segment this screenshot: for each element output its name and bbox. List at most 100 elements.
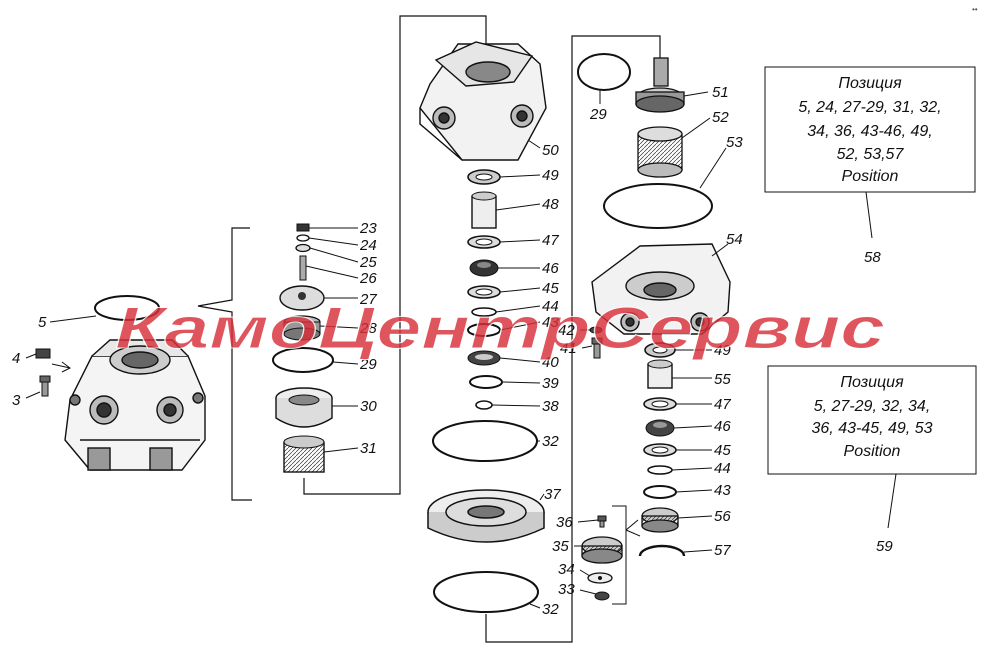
label-24: 24 xyxy=(359,237,377,254)
label-53: 53 xyxy=(726,134,743,151)
label-35: 35 xyxy=(552,538,569,555)
part-37-piston xyxy=(427,489,545,543)
label-44-right: 44 xyxy=(714,460,731,477)
box59-line-2: 5, 27-29, 32, 34, xyxy=(814,398,931,415)
info-box-58: Позиция 5, 24, 27-29, 31, 32, 34, 36, 43… xyxy=(764,66,976,266)
part-52-spring xyxy=(637,126,683,178)
part-46-valve xyxy=(469,259,499,277)
label-47-right: 47 xyxy=(714,396,731,413)
part-25-washer xyxy=(295,243,311,253)
label-46: 46 xyxy=(542,260,559,277)
watermark: КамоЦентрСервис xyxy=(115,296,886,362)
box59-line-3: 36, 43-45, 49, 53 xyxy=(812,420,933,437)
label-32-top: 32 xyxy=(542,433,559,450)
label-52: 52 xyxy=(712,109,729,126)
part-48-sleeve xyxy=(471,191,497,229)
label-49-right: 49 xyxy=(714,342,731,359)
label-37: 37 xyxy=(544,486,561,503)
label-46-right: 46 xyxy=(714,418,731,435)
part-44-ring-right xyxy=(647,465,673,475)
box58-line-2: 5, 24, 27-29, 31, 32, xyxy=(798,99,941,116)
part-40-seal xyxy=(467,350,501,366)
label-59: 59 xyxy=(876,538,893,555)
label-30: 30 xyxy=(360,398,377,415)
leader-lines-right xyxy=(580,90,729,553)
label-51: 51 xyxy=(712,84,729,101)
label-43-right: 43 xyxy=(714,482,731,499)
part-45-washer-right xyxy=(643,443,677,457)
leader-lines-center xyxy=(491,139,545,609)
label-29: 29 xyxy=(359,356,377,373)
part-53-ring xyxy=(603,183,713,229)
part-3-bolt xyxy=(39,375,51,397)
part-55-sleeve xyxy=(647,359,673,389)
label-33: 33 xyxy=(558,581,575,598)
leader-lines-left xyxy=(25,315,97,399)
bracket-33-36 xyxy=(574,505,641,605)
part-35-valve-seat xyxy=(581,536,623,564)
label-3: 3 xyxy=(12,392,21,409)
label-32-bottom: 32 xyxy=(542,601,559,618)
label-38: 38 xyxy=(542,398,559,415)
label-27: 27 xyxy=(359,291,377,308)
box58-line-3: 34, 36, 43-46, 49, xyxy=(807,123,932,140)
label-58: 58 xyxy=(864,249,881,266)
part-39-clip xyxy=(469,375,503,389)
part-50-cover xyxy=(419,41,547,161)
label-42: 42 xyxy=(558,322,575,339)
part-26-rod xyxy=(299,255,307,281)
label-54: 54 xyxy=(726,231,743,248)
label-55: 55 xyxy=(714,371,731,388)
part-49-seal-right xyxy=(644,342,676,358)
label-25: 25 xyxy=(359,254,377,271)
part-46-valve-right xyxy=(645,419,675,437)
part-5-oring xyxy=(94,295,160,321)
part-47-ring-right xyxy=(643,397,677,411)
part-54-body xyxy=(591,243,731,335)
part-29-ring xyxy=(272,347,334,373)
label-49: 49 xyxy=(542,167,559,184)
box58-line-1: Позиция xyxy=(838,75,902,92)
connector-frame-center xyxy=(303,15,661,643)
box58-line-5: Position xyxy=(842,168,899,185)
part-47-ring xyxy=(467,235,501,249)
label-43: 43 xyxy=(542,314,559,331)
label-5: 5 xyxy=(38,314,47,331)
box58-line-4: 52, 53,57 xyxy=(837,146,905,163)
label-34: 34 xyxy=(558,561,575,578)
corner-mark: •• xyxy=(972,5,978,14)
part-4-nut xyxy=(35,348,51,359)
part-43-ring-right xyxy=(643,485,677,499)
part-57-clip xyxy=(638,544,686,557)
box59-line-4: Position xyxy=(844,443,901,460)
part-33-nut xyxy=(594,591,610,601)
part-28-piston xyxy=(283,315,321,341)
part-38-ring xyxy=(475,400,493,410)
part-56-seat xyxy=(641,507,679,533)
part-34-disc xyxy=(587,572,613,584)
part-30-seat xyxy=(275,387,333,428)
label-48: 48 xyxy=(542,196,559,213)
label-29-right: 29 xyxy=(589,106,607,123)
part-31-spring xyxy=(283,435,325,473)
label-50: 50 xyxy=(542,142,559,159)
leader-lines-23-31 xyxy=(305,227,359,453)
label-28: 28 xyxy=(359,320,377,337)
part-49-seal xyxy=(467,169,501,185)
part-41-bolt xyxy=(591,337,603,359)
watermark-text: КамоЦентрСервис xyxy=(115,296,885,361)
label-45: 45 xyxy=(542,280,559,297)
info-box-59: Позиция 5, 27-29, 32, 34, 36, 43-45, 49,… xyxy=(767,365,977,555)
label-41: 41 xyxy=(560,340,577,357)
label-4: 4 xyxy=(12,350,20,367)
label-44: 44 xyxy=(542,298,559,315)
part-24-washer xyxy=(296,234,310,242)
label-31: 31 xyxy=(360,440,377,457)
bracket-group-23-31 xyxy=(197,227,252,501)
box59-line-1: Позиция xyxy=(840,374,904,391)
part-23-nut xyxy=(296,223,310,232)
label-56: 56 xyxy=(714,508,731,525)
label-23: 23 xyxy=(359,220,377,237)
part-29-ring-right xyxy=(577,53,631,91)
label-40: 40 xyxy=(542,354,559,371)
